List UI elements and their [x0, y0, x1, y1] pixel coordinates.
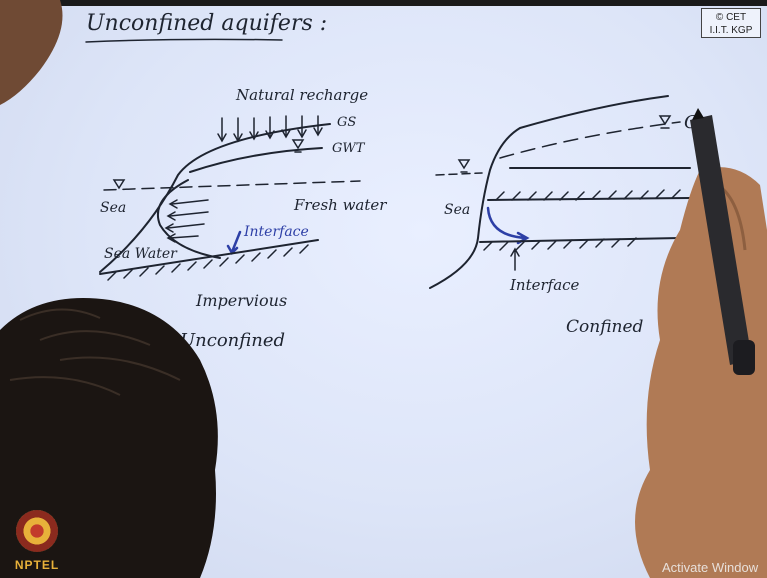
nptel-emblem-icon [16, 510, 58, 552]
gwt-label: GWT [332, 141, 366, 156]
confined-piezometric-line [500, 122, 680, 158]
title-underline [86, 39, 282, 42]
sea-water-label: Sea Water [104, 246, 178, 262]
flow-arrows-icon [166, 200, 208, 242]
natural-recharge-label: Natural recharge [235, 86, 368, 104]
interface-label-left: Interface [243, 224, 309, 240]
confined-caption: Confined [566, 317, 644, 337]
confined-base-line [480, 238, 680, 242]
board-title: Unconfined aquifers : [86, 11, 327, 36]
presenter-arm-top [0, 0, 63, 105]
activate-windows-watermark: Activate Window [662, 560, 758, 575]
cet-badge: © CET I.I.T. KGP [701, 8, 761, 38]
cet-badge-line1: © CET [702, 11, 760, 24]
cet-badge-line2: I.I.T. KGP [702, 24, 760, 37]
confined-sea-level-symbol-icon [459, 160, 469, 172]
sea-label-right: Sea [444, 202, 470, 218]
piezometric-symbol-icon [660, 116, 670, 128]
confined-interface-pointer-icon [511, 249, 519, 270]
confined-interface-curve [488, 208, 527, 243]
unconfined-caption: Unconfined [180, 330, 285, 351]
confined-sea-level-line [436, 173, 482, 175]
sea-level-line [104, 181, 360, 190]
nptel-logo: NPTEL [8, 508, 66, 578]
gs-label: GS [337, 115, 356, 130]
confining-layer-top [488, 198, 690, 200]
impervious-label: Impervious [195, 291, 287, 310]
nptel-logo-text: NPTEL [8, 558, 66, 572]
sea-level-symbol-icon [114, 180, 124, 188]
recharge-arrows-icon [218, 116, 322, 141]
interface-label-right: Interface [509, 276, 580, 294]
confined-ground-surface [430, 96, 668, 288]
fresh-water-label: Fresh water [293, 196, 387, 214]
sea-label-left: Sea [100, 200, 126, 216]
interface-pointer-icon [228, 232, 240, 253]
